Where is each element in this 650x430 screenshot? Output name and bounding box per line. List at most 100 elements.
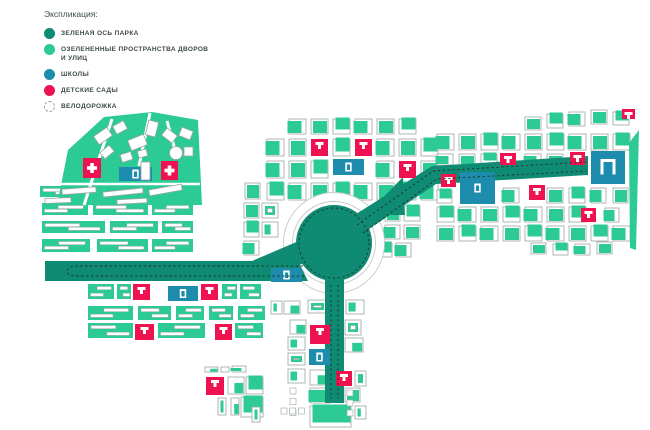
building <box>280 407 288 415</box>
city-block-green <box>375 141 390 155</box>
city-block-green <box>439 228 453 240</box>
kindergarten-icon <box>359 142 368 145</box>
building <box>57 205 84 209</box>
building <box>346 409 354 417</box>
city-block-green <box>457 209 472 221</box>
city-block-green <box>527 224 542 237</box>
school-icon <box>284 272 289 278</box>
kindergarten-icon <box>406 167 409 171</box>
kindergarten-icon <box>315 142 324 145</box>
building <box>174 325 201 329</box>
building <box>160 331 185 336</box>
building <box>174 226 191 231</box>
building <box>289 387 297 395</box>
city-block-green <box>423 137 438 152</box>
block-strip <box>235 323 263 338</box>
city-block-green <box>353 121 368 133</box>
city-block-green <box>555 242 568 251</box>
building <box>112 226 137 231</box>
city-block-green <box>287 121 302 133</box>
kindergarten-icon <box>213 383 217 387</box>
city-block-green <box>593 112 606 123</box>
block-strip <box>88 323 133 338</box>
blue-swatch-icon <box>44 68 55 80</box>
city-block-green <box>269 181 284 196</box>
ring-road <box>169 146 183 160</box>
kindergarten-icon <box>447 180 450 184</box>
courtyard <box>296 324 306 334</box>
city-block-green <box>246 205 258 217</box>
city-block-green <box>615 132 630 146</box>
city-block-green <box>479 228 494 240</box>
building <box>90 292 104 297</box>
bike-path <box>356 161 587 226</box>
city-block-green <box>505 228 519 240</box>
school-icon <box>181 291 185 297</box>
kindergarten-icon <box>140 290 143 294</box>
courtyard <box>273 303 277 312</box>
light-swatch-icon <box>44 44 55 56</box>
city-block-green <box>549 190 562 202</box>
city-block-green <box>435 156 449 164</box>
city-block-green <box>549 132 564 146</box>
legend-title: Экспликация: <box>44 9 98 19</box>
courtyard <box>234 403 239 415</box>
block-strip <box>238 306 265 320</box>
building <box>154 208 176 213</box>
legend-item-label: ОЗЕЛЕНЕННЫЕ ПРОСТРАНСТВА ДВОРОВ И УЛИЦ <box>61 46 209 62</box>
kindergarten-icon <box>627 115 630 119</box>
red-swatch-icon <box>44 84 55 96</box>
courtyard <box>254 409 258 420</box>
building <box>178 126 194 141</box>
city-block-green <box>593 136 607 149</box>
city-block-green <box>406 227 419 238</box>
city-block-green <box>246 220 259 233</box>
kindergarten-icon <box>573 155 582 158</box>
building <box>248 292 260 297</box>
city-block-green <box>291 141 305 155</box>
kindergarten-icon <box>211 380 219 383</box>
kindergarten-icon <box>208 290 211 294</box>
kindergarten-icon <box>342 377 346 381</box>
cross-icon <box>164 168 175 173</box>
block-strip <box>88 306 133 320</box>
city-block-green <box>461 224 476 237</box>
building <box>95 205 127 209</box>
building <box>136 148 149 159</box>
city-block-green <box>571 228 585 240</box>
building <box>118 245 145 250</box>
courtyard <box>352 342 363 352</box>
building <box>298 407 305 415</box>
building <box>140 308 160 312</box>
building <box>99 241 129 245</box>
legend-item: ШКОЛЫ <box>44 68 244 80</box>
city-block-green <box>230 368 242 371</box>
city-block-green <box>501 190 515 202</box>
building <box>115 208 144 213</box>
building <box>164 223 183 227</box>
city-block-green <box>545 228 560 240</box>
legend-item-label: ЗЕЛЕНАЯ ОСЬ ПАРКА <box>61 30 139 38</box>
courtyard <box>290 305 300 314</box>
courtyard <box>348 302 356 312</box>
courtyard <box>210 368 218 372</box>
city-block-green <box>483 132 498 146</box>
building <box>313 305 322 308</box>
building <box>151 313 169 318</box>
building <box>44 245 69 250</box>
city-block-green <box>483 152 497 161</box>
courtyard <box>220 400 224 413</box>
green-axis <box>366 177 405 215</box>
school-icon <box>346 164 351 170</box>
city-block-green <box>242 243 255 254</box>
block-strip <box>222 284 237 299</box>
city-block-green <box>589 190 602 202</box>
city-block-green <box>401 141 415 155</box>
building <box>58 241 86 245</box>
building <box>99 144 115 160</box>
city-block-green <box>379 121 393 133</box>
block-strip <box>152 239 193 252</box>
kindergarten-icon <box>316 328 324 331</box>
city-block-green <box>335 117 350 130</box>
